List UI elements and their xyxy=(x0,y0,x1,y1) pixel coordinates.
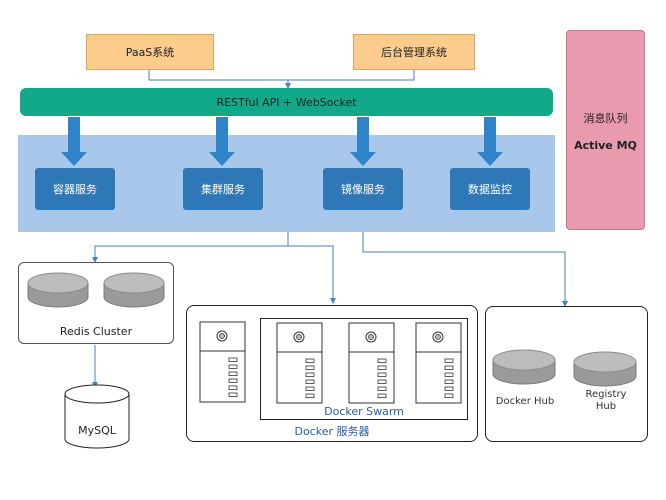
connector-panel-to-redis xyxy=(92,232,289,263)
service-image: 镜像服务 xyxy=(323,168,403,210)
redis-disks xyxy=(27,272,165,308)
arrow-to-monitor-service xyxy=(477,117,503,166)
connector-paas-to-api xyxy=(148,70,291,89)
admin-system-label: 后台管理系统 xyxy=(381,46,447,59)
message-queue-name: Active MQ xyxy=(574,138,637,152)
api-bar: RESTful API + WebSocket xyxy=(20,88,553,116)
docker-hub-label: Docker Hub xyxy=(495,395,555,407)
service-cluster-label: 集群服务 xyxy=(201,183,245,196)
server-icon xyxy=(415,322,462,404)
redis-cluster-label: Redis Cluster xyxy=(59,324,133,338)
paas-system-box: PaaS系统 xyxy=(86,34,214,70)
service-monitor-label: 数据监控 xyxy=(468,183,512,196)
registry-hub-disk-icon xyxy=(573,351,637,387)
registry-hub-label-line2: Hub xyxy=(595,401,617,412)
mysql-label: MySQL xyxy=(78,423,116,437)
connector-admin-to-api xyxy=(288,70,415,81)
arrow-to-image-service xyxy=(350,117,376,166)
paas-system-label: PaaS系统 xyxy=(125,46,175,59)
hub-disks xyxy=(492,349,637,387)
server-icon xyxy=(199,321,246,403)
mysql-database-icon xyxy=(64,384,130,449)
service-monitor: 数据监控 xyxy=(450,168,530,210)
service-image-label: 镜像服务 xyxy=(341,183,385,196)
message-queue-box xyxy=(566,30,645,230)
redis-disk-icon xyxy=(27,272,89,308)
registry-hub-label-line1: Registry xyxy=(585,389,627,400)
docker-swarm-label: Docker Swarm xyxy=(324,404,404,418)
arrow-to-container-service xyxy=(61,117,87,166)
docker-hub-disk-icon xyxy=(492,349,556,385)
service-container-label: 容器服务 xyxy=(53,183,97,196)
server-icon xyxy=(276,322,323,404)
service-container: 容器服务 xyxy=(35,168,115,210)
docker-swarm-frame xyxy=(260,318,468,420)
api-bar-label: RESTful API + WebSocket xyxy=(216,95,357,109)
service-cluster: 集群服务 xyxy=(183,168,263,210)
admin-system-box: 后台管理系统 xyxy=(353,34,475,70)
arrow-to-cluster-service xyxy=(209,117,235,166)
server-icon xyxy=(348,322,395,404)
message-queue-title: 消息队列 xyxy=(583,112,628,125)
docker-servers-label: Docker 服务器 xyxy=(294,425,370,438)
connector-panel-to-docker xyxy=(288,245,336,304)
redis-disk-icon xyxy=(103,272,165,308)
